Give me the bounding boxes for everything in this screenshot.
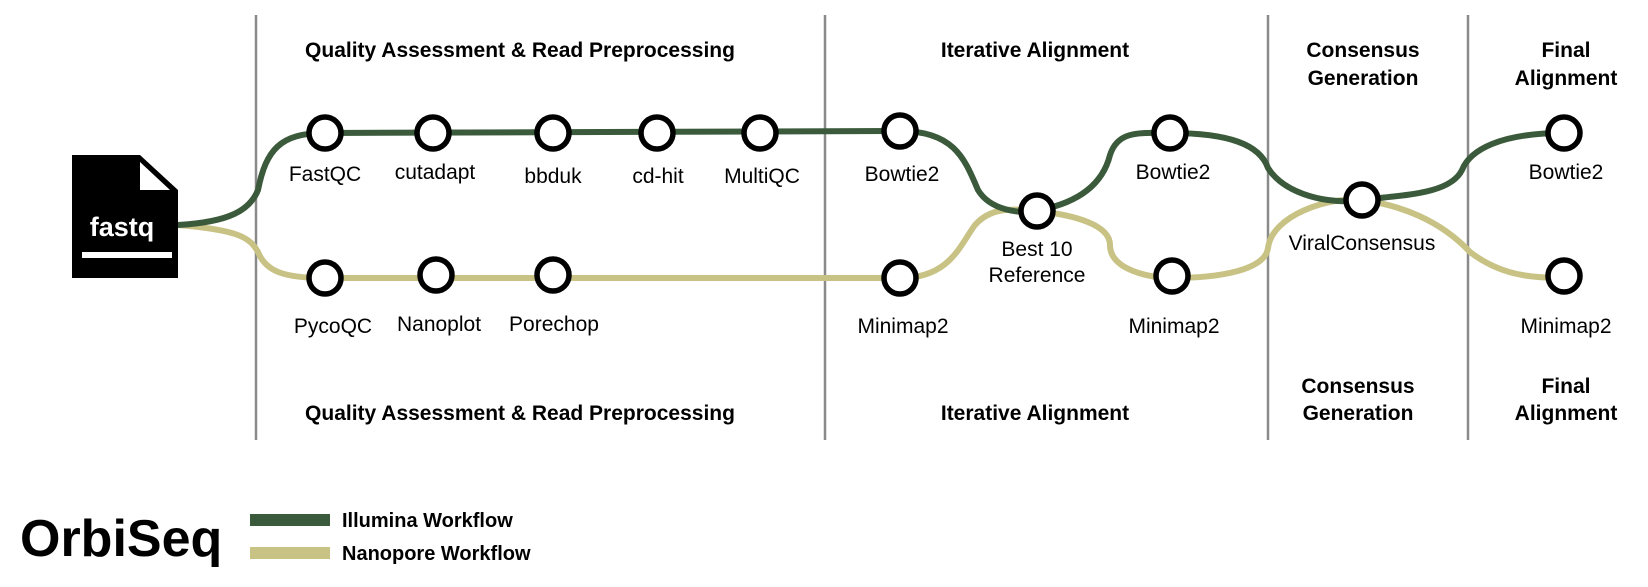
best-reference-node: [1018, 192, 1056, 230]
viral-consensus-label: ViralConsensus: [1289, 232, 1436, 255]
nanoplot-node: [417, 256, 455, 294]
best-reference-label-line1: Best 10: [1001, 238, 1072, 261]
fastqc-label: FastQC: [289, 163, 361, 186]
porechop-label: Porechop: [509, 313, 599, 336]
porechop-node: [534, 256, 572, 294]
bowtie2-3-node: [1545, 114, 1583, 152]
section-dividers: [254, 15, 1470, 440]
bbduk-node: [534, 114, 572, 152]
minimap2-2-label: Minimap2: [1128, 315, 1219, 338]
minimap2-3-label: Minimap2: [1520, 315, 1611, 338]
illumina-workflow-path: [175, 128, 1567, 228]
legend: Illumina Workflow Nanopore Workflow: [250, 510, 531, 565]
top-consensus-title-line1: Consensus: [1306, 39, 1419, 62]
cdhit-label: cd-hit: [632, 165, 684, 188]
illumina-nodes: [306, 112, 1583, 152]
cutadapt-node: [414, 114, 452, 152]
bottom-alignment-title: Iterative Alignment: [941, 402, 1129, 425]
bottom-final-title-line2: Alignment: [1515, 402, 1618, 425]
nanoplot-label: Nanoplot: [397, 313, 481, 336]
nanopore-legend-label: Nanopore Workflow: [342, 543, 531, 565]
minimap2-3-node: [1545, 257, 1583, 295]
bottom-preprocessing-title: Quality Assessment & Read Preprocessing: [305, 402, 735, 425]
top-final-title-line1: Final: [1541, 39, 1590, 62]
bottom-final-title-line1: Final: [1541, 375, 1590, 398]
minimap2-2-node: [1153, 257, 1191, 295]
bowtie2-2-node: [1151, 114, 1189, 152]
top-consensus-title-line2: Generation: [1308, 67, 1419, 90]
bowtie2-1-node: [881, 112, 919, 150]
fastqc-node: [306, 114, 344, 152]
fastq-file-icon: fastq: [72, 155, 178, 278]
minimap2-1-label: Minimap2: [857, 315, 948, 338]
pycoqc-node: [306, 259, 344, 297]
viral-consensus-node: [1343, 181, 1381, 219]
bbduk-label: bbduk: [524, 165, 582, 188]
bowtie2-3-label: Bowtie2: [1529, 161, 1604, 184]
multiqc-node: [741, 114, 779, 152]
best-reference-label-line2: Reference: [989, 264, 1086, 287]
top-preprocessing-title: Quality Assessment & Read Preprocessing: [305, 39, 735, 62]
bottom-consensus-title-line1: Consensus: [1301, 375, 1414, 398]
nanopore-nodes: [306, 256, 1583, 297]
multiqc-label: MultiQC: [724, 165, 800, 188]
cdhit-node: [638, 114, 676, 152]
brand-title: OrbiSeq: [20, 510, 222, 568]
cutadapt-label: cutadapt: [395, 161, 476, 184]
pycoqc-label: PycoQC: [294, 315, 372, 338]
top-final-title-line2: Alignment: [1515, 67, 1618, 90]
illumina-legend-label: Illumina Workflow: [342, 510, 513, 532]
fastq-file-label: fastq: [90, 212, 155, 242]
minimap2-1-node: [881, 259, 919, 297]
top-alignment-title: Iterative Alignment: [941, 39, 1129, 62]
bowtie2-2-label: Bowtie2: [1136, 161, 1211, 184]
bottom-consensus-title-line2: Generation: [1303, 402, 1414, 425]
shared-nodes: [1018, 181, 1381, 230]
bowtie2-1-label: Bowtie2: [865, 163, 940, 186]
nanopore-workflow-path: [175, 196, 1567, 281]
